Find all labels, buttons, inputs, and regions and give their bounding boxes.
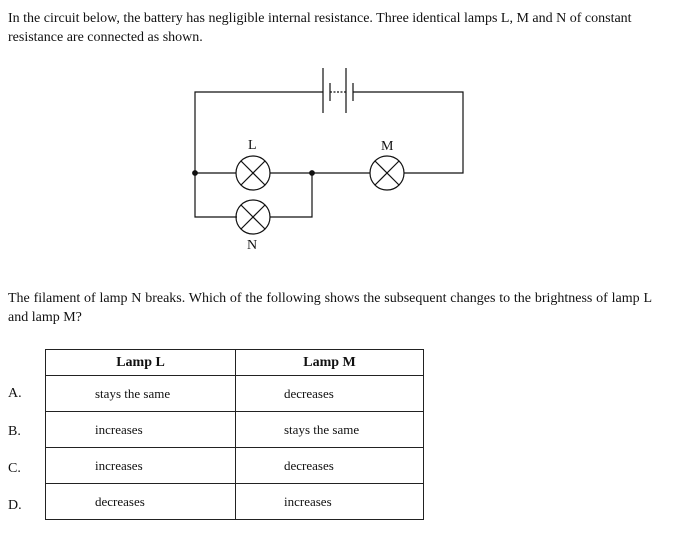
cell-lamp-m: decreases: [235, 447, 424, 484]
option-a-label: A.: [8, 386, 22, 401]
cell-lamp-m: increases: [235, 483, 424, 520]
lamp-m-label: M: [381, 139, 394, 154]
cell-lamp-l: increases: [45, 411, 236, 448]
junction-dot: [192, 170, 198, 176]
cell-lamp-l: decreases: [45, 483, 236, 520]
lamp-l-icon: [235, 155, 271, 191]
lamp-n-icon: [235, 199, 271, 235]
cell-lamp-m: stays the same: [235, 411, 424, 448]
lamp-m-icon: [369, 155, 405, 191]
option-c-label: C.: [8, 461, 21, 476]
header-lamp-m: Lamp M: [235, 349, 424, 376]
lamp-l-label: L: [248, 138, 257, 153]
header-lamp-l: Lamp L: [45, 349, 236, 376]
junction-dot: [309, 170, 315, 176]
cell-lamp-l: stays the same: [45, 375, 236, 412]
question-intro: In the circuit below, the battery has ne…: [8, 11, 632, 45]
question-prompt: The filament of lamp N breaks. Which of …: [8, 291, 652, 325]
lamp-n-label: N: [247, 238, 258, 253]
option-d-label: D.: [8, 498, 22, 513]
cell-lamp-m: decreases: [235, 375, 424, 412]
wires: [194, 91, 464, 218]
option-b-label: B.: [8, 424, 21, 439]
battery-icon: [322, 68, 354, 113]
cell-lamp-l: increases: [45, 447, 236, 484]
